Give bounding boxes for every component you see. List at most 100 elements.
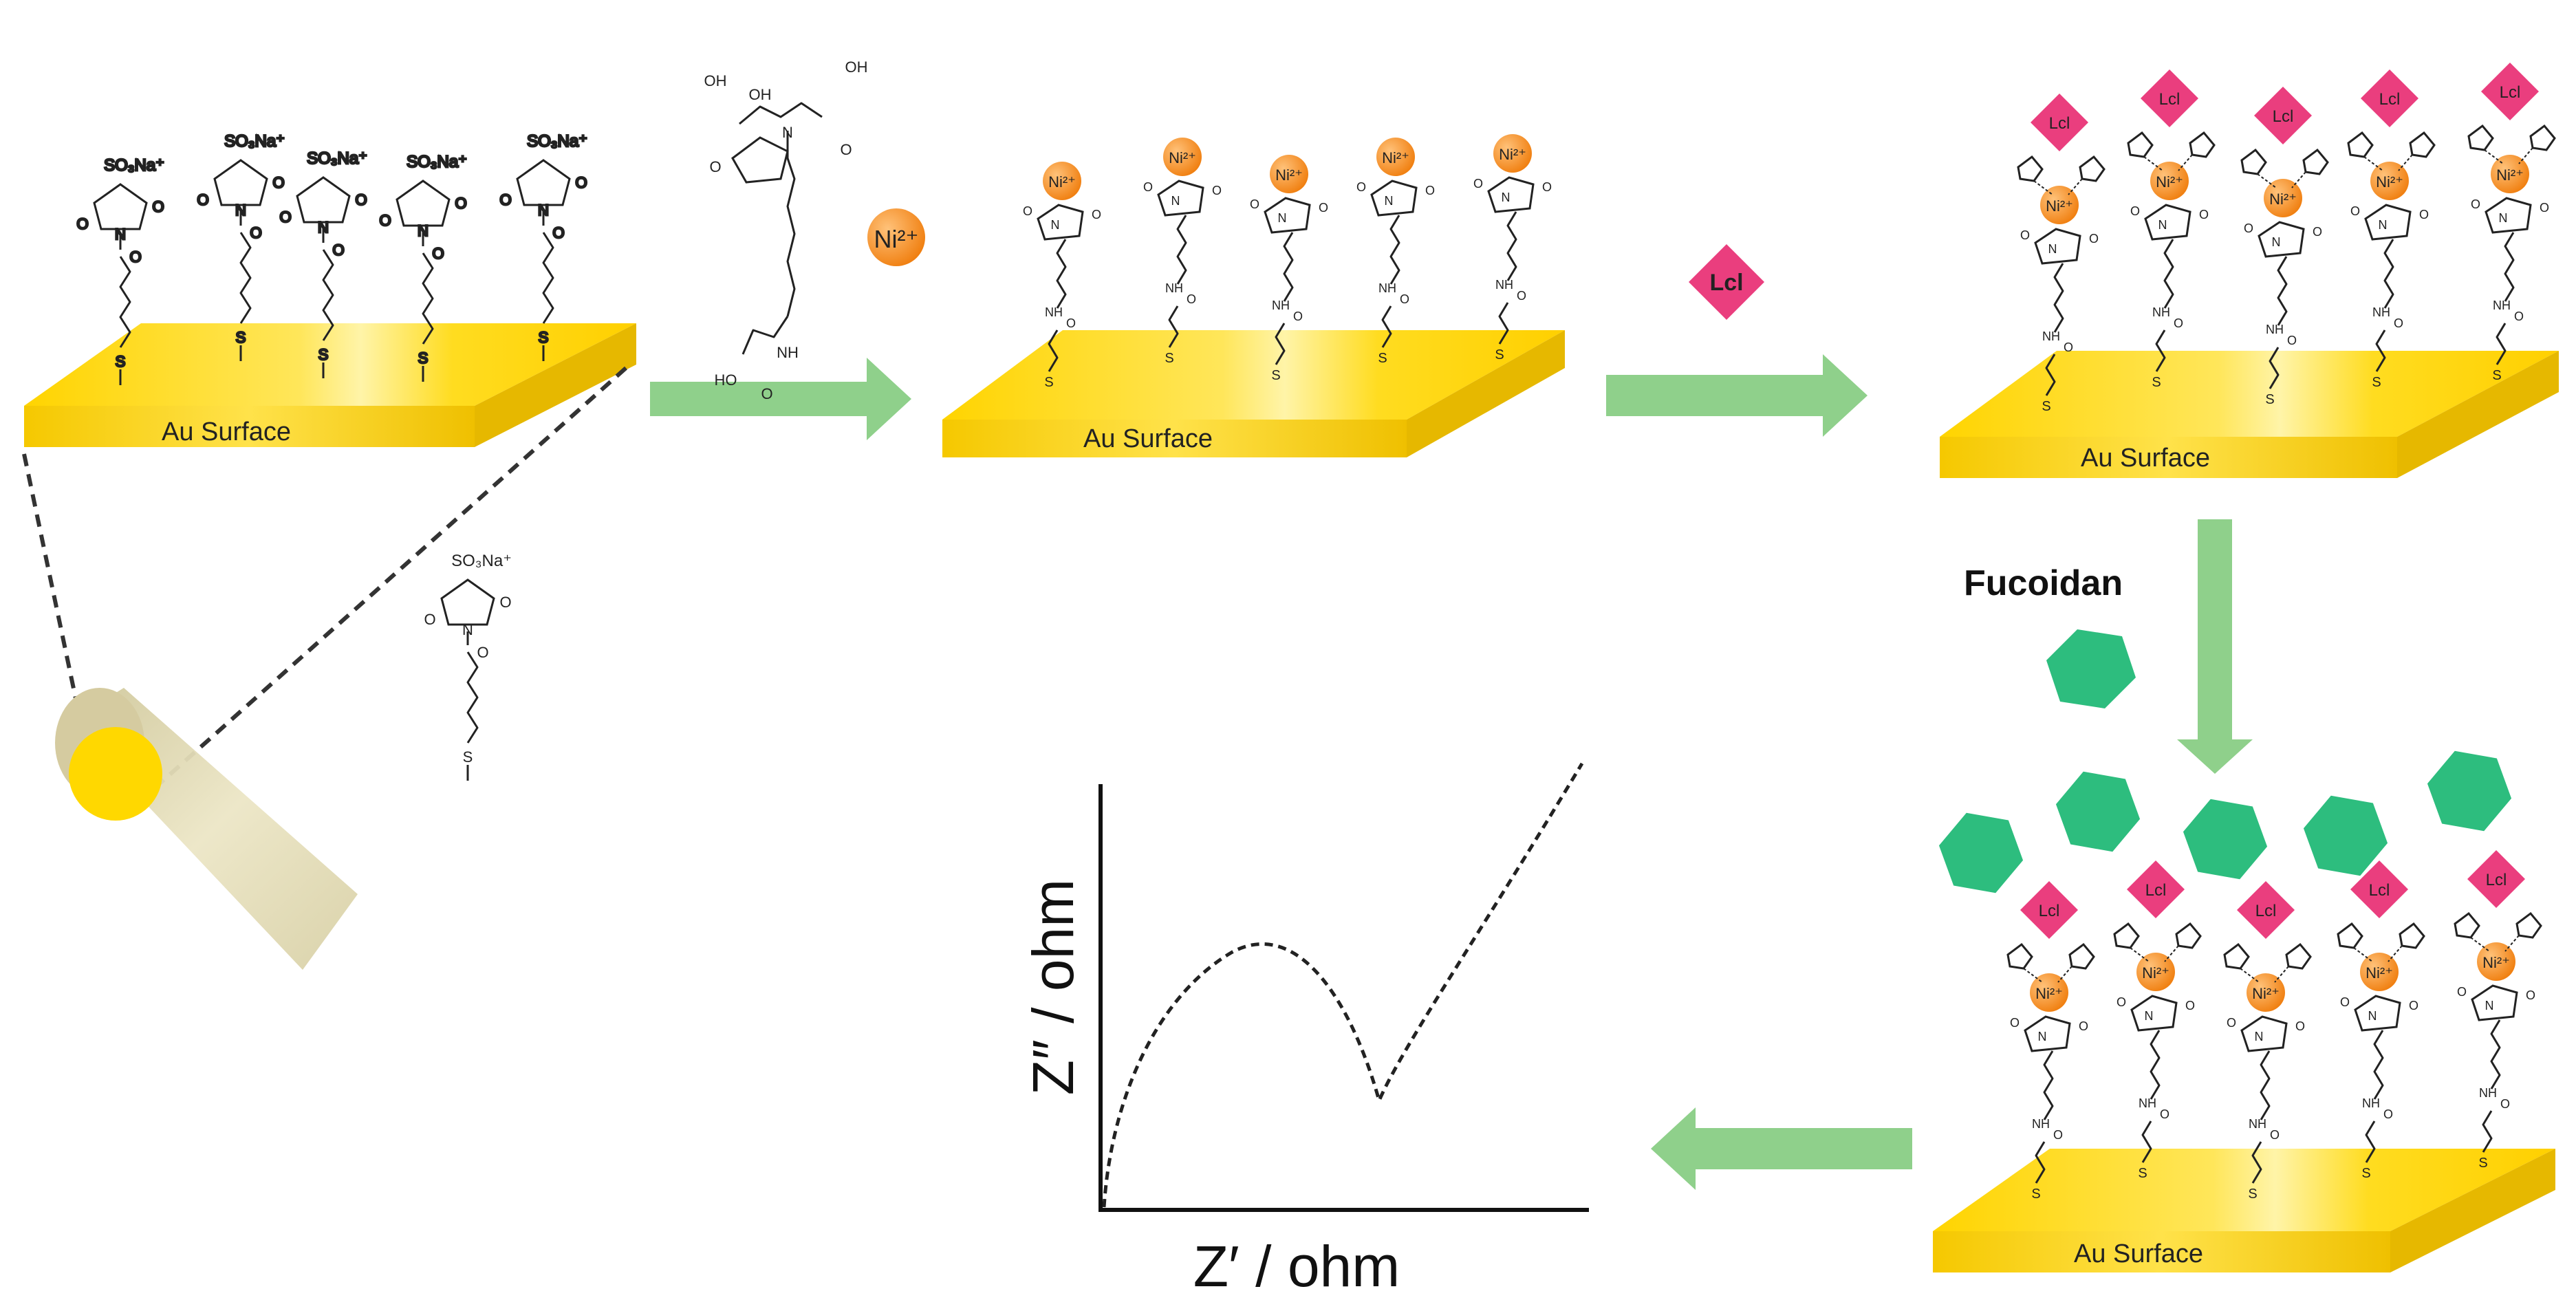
nitrogen-atom: N (2145, 1009, 2154, 1023)
amide-nh: NH (777, 344, 799, 361)
nitrogen-atom: N (115, 226, 126, 243)
imidazole-ring (2127, 131, 2154, 158)
succinimide-ring (440, 578, 495, 626)
nitrogen-atom: N (782, 124, 793, 141)
arrow-1 (650, 358, 911, 440)
nickel-ion-label: Ni²⁺ (2035, 985, 2063, 1002)
nitrogen-atom: N (2048, 242, 2057, 256)
nta-chelate (2130, 995, 2178, 1032)
fucoidan-molecule (2055, 771, 2141, 852)
sulfur-atom: S (236, 329, 246, 346)
nickel-ion: Ni²⁺ (867, 208, 925, 266)
oxygen-atom: O (355, 191, 367, 208)
sulfur-atom: S (2265, 392, 2274, 407)
nta-chelate (2240, 1015, 2288, 1052)
imidazole-ring (2399, 922, 2425, 949)
alkyl-chain (2375, 329, 2386, 372)
imidazole-ring (2189, 131, 2216, 158)
oxygen-atom: O (1187, 292, 1196, 306)
oxygen-atom: O (1212, 184, 1222, 197)
lcl-protein (2481, 63, 2539, 120)
amide-nh: NH (1045, 305, 1063, 319)
nta-chelate (2258, 221, 2305, 258)
alkyl-chain (1498, 302, 1509, 345)
alkyl-chain (2155, 329, 2166, 372)
sulfur-atom: S (539, 329, 549, 346)
gold-slab-2: Au Surface (942, 330, 1565, 457)
linker-molecules-1: SONOOSO₃Na⁺SONOOSO₃Na⁺SONOOSO₃Na⁺SONOOSO… (76, 131, 588, 385)
lcl-protein (2237, 881, 2295, 939)
imidazole-ring (2302, 148, 2329, 175)
hydroxyl: OH (704, 72, 727, 89)
oxygen-atom: O (1319, 201, 1328, 215)
amide-nh: NH (1495, 278, 1513, 292)
nitrogen-atom: N (2158, 218, 2167, 232)
sulfur-atom: S (463, 748, 473, 766)
alkyl-chain (2504, 232, 2515, 302)
sulfonate-label: SO₃Na⁺ (104, 156, 164, 175)
amide-nh: NH (1272, 299, 1290, 312)
lcl-protein (2020, 881, 2078, 939)
nitrogen-atom: N (2255, 1030, 2264, 1043)
oxygen-atom: O (2117, 995, 2126, 1009)
oxygen-atom: O (197, 191, 208, 208)
alkyl-chain (119, 256, 131, 348)
alkyl-chain (2045, 354, 2056, 396)
panel-2-nta-ni: Au Surface SONHNOONi²⁺SONHNOONi²⁺SONHNOO… (942, 134, 1565, 457)
lcl-reagent-label: Lcl (1709, 270, 1743, 296)
oxygen-atom: O (272, 174, 284, 191)
oxygen-atom: O (499, 594, 511, 611)
sulfur-atom: S (2372, 375, 2381, 390)
oxygen-atom: O (2287, 334, 2297, 347)
sulfur-atom: S (2248, 1187, 2257, 1202)
oxygen-atom: O (2064, 340, 2073, 354)
oxygen-atom: O (2244, 221, 2253, 235)
imidazole-ring (2515, 911, 2542, 939)
oxygen-atom: O (2409, 999, 2418, 1012)
alkyl-chain (2496, 323, 2507, 365)
oxygen-atom: O (424, 611, 435, 628)
lcl-reagent: Lcl (1689, 244, 1764, 320)
nta-chelate (2485, 197, 2532, 234)
nickel-ion (2040, 186, 2079, 224)
sulfur-atom: S (2138, 1166, 2147, 1181)
nta-chelate (2144, 204, 2191, 241)
nta-chelate (1487, 176, 1535, 213)
nitrogen-atom: N (1051, 218, 1060, 232)
oxygen-atom: O (250, 224, 261, 241)
alkyl-chain (1506, 211, 1517, 281)
sulfur-atom: S (2031, 1187, 2040, 1202)
imidazole-ring (2175, 922, 2202, 949)
imidazole-ring (2068, 942, 2095, 970)
imidazole-ring (2529, 124, 2556, 151)
oxygen-atom: O (2199, 208, 2209, 221)
amide-nh: NH (2372, 305, 2390, 319)
nickel-ion-label: Ni²⁺ (2496, 166, 2524, 184)
oxygen-atom: O (76, 215, 88, 232)
oxygen-atom: O (1356, 180, 1366, 194)
oxygen-atom: O (552, 224, 564, 241)
nta-chelate (2364, 204, 2412, 241)
amide-nh: NH (2032, 1117, 2050, 1131)
alkyl-chain (1048, 329, 1059, 372)
au-surface-label-1: Au Surface (162, 418, 291, 446)
oxygen-atom: O (2174, 316, 2183, 330)
oxygen-atom: O (840, 141, 852, 158)
nta-chelate (1264, 197, 1311, 234)
oxygen-atom: O (2185, 999, 2195, 1012)
sulfur-atom: S (2042, 399, 2050, 414)
nta-chelate (1370, 180, 1418, 217)
nickel-ion-label: Ni²⁺ (2269, 191, 2297, 208)
au-surface-label-3: Au Surface (2081, 444, 2210, 473)
imidazole-ring (2454, 911, 2480, 939)
nitrogen-atom: N (1385, 194, 1394, 208)
sulfur-atom: S (1495, 347, 1504, 362)
nitrogen-atom: N (2499, 211, 2508, 225)
